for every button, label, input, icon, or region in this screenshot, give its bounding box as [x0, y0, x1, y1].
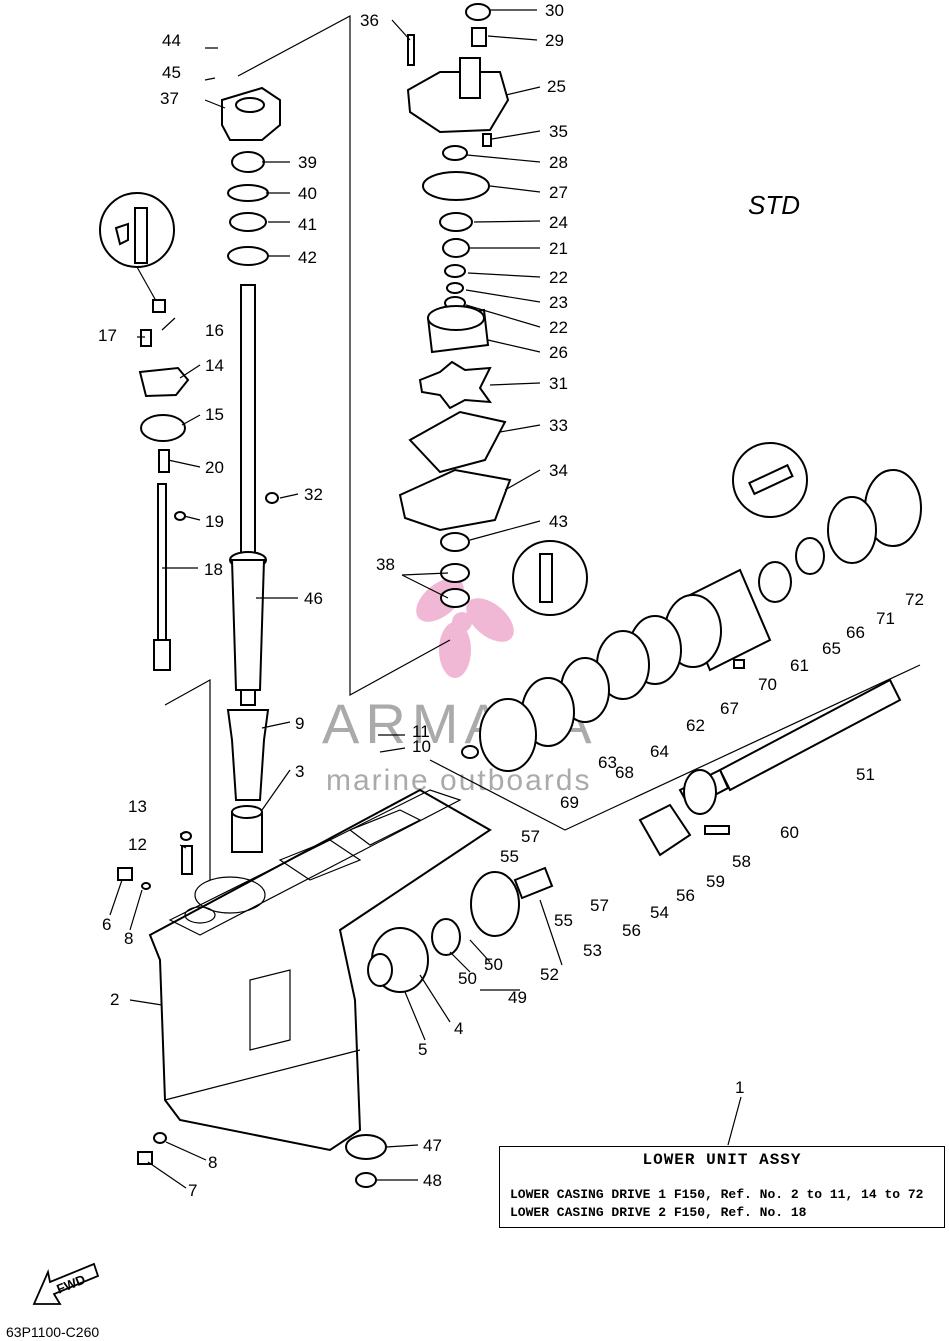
water-pump-assembly: [398, 3, 588, 616]
callout: 45: [162, 63, 181, 82]
callout: 40: [298, 184, 317, 203]
callout: 72: [905, 590, 924, 609]
callout: 2: [110, 990, 119, 1009]
callout: 44: [162, 31, 181, 50]
callout: 31: [549, 374, 568, 393]
callout: 12: [128, 835, 147, 854]
callout: 55: [554, 911, 573, 930]
callout: 26: [549, 343, 568, 362]
callout: 30: [545, 1, 564, 20]
callout: 29: [545, 31, 564, 50]
callout: 27: [549, 183, 568, 202]
diagram-code: 63P1100-C260: [6, 1324, 100, 1340]
callout: 8: [124, 929, 133, 948]
callout: 14: [205, 356, 224, 375]
callout: 57: [521, 827, 540, 846]
callout: 48: [423, 1171, 442, 1190]
callout: 37: [160, 89, 179, 108]
callout: 11: [412, 722, 430, 741]
callout: 23: [549, 293, 568, 312]
callout: 10: [412, 737, 431, 756]
callout: 53: [583, 941, 602, 960]
callout: 36: [360, 11, 379, 30]
lower-casing-part: [148, 788, 492, 1152]
callout: 20: [205, 458, 224, 477]
callout: 54: [650, 903, 669, 922]
callout: 71: [876, 609, 895, 628]
reference-lines: [164, 14, 921, 880]
callout: 56: [676, 886, 695, 905]
callout: 5: [418, 1040, 427, 1059]
callout: 15: [205, 405, 224, 424]
callout: 46: [304, 589, 323, 608]
callout: 39: [298, 153, 317, 172]
propeller-shaft-assembly: [117, 442, 922, 1188]
callout: 18: [204, 560, 223, 579]
callout: 33: [549, 416, 568, 435]
callout: 61: [790, 656, 809, 675]
callout: 6: [102, 915, 111, 934]
callout: 42: [298, 248, 317, 267]
assembly-info-box: LOWER UNIT ASSY LOWER CASING DRIVE 1 F15…: [499, 1146, 945, 1228]
callout: 35: [549, 122, 568, 141]
callout: 50: [484, 955, 503, 974]
callout: 55: [500, 847, 519, 866]
callout: 32: [304, 485, 323, 504]
callout: 52: [540, 965, 559, 984]
callout: 50: [458, 969, 477, 988]
callout: 56: [622, 921, 641, 940]
callout: 22: [549, 318, 568, 337]
fwd-arrow-icon: FWD: [32, 1262, 100, 1305]
callout: 47: [423, 1136, 442, 1155]
callout: 9: [295, 714, 304, 733]
callout: 43: [549, 512, 568, 531]
assembly-line: LOWER CASING DRIVE 2 F150, Ref. No. 18: [510, 1205, 807, 1220]
callout: 21: [549, 239, 568, 258]
fwd-label: FWD: [54, 1272, 87, 1297]
leader-lines: [109, 9, 563, 1189]
callout: 38: [376, 555, 395, 574]
callout: 64: [650, 742, 669, 761]
callout: 65: [822, 639, 841, 658]
callout: 25: [547, 77, 566, 96]
callout: 4: [454, 1019, 463, 1038]
callout: 28: [549, 153, 568, 172]
callout: 51: [856, 765, 875, 784]
callout: 16: [205, 321, 224, 340]
callout: 68: [615, 763, 634, 782]
section-label: STD: [748, 190, 800, 220]
watermark: ARMADA marine outboards: [322, 578, 592, 797]
callout: 34: [549, 461, 568, 480]
callout: 3: [295, 762, 304, 781]
callout: 58: [732, 852, 751, 871]
callout: 17: [98, 326, 117, 345]
callout: 63: [598, 753, 617, 772]
drive-shaft-assembly: [221, 86, 281, 853]
callout: 24: [549, 213, 568, 232]
callout: 66: [846, 623, 865, 642]
shift-rod-assembly: [99, 192, 279, 671]
callout: 41: [298, 215, 317, 234]
callout: 60: [780, 823, 799, 842]
callout: 69: [560, 793, 579, 812]
assembly-line: LOWER CASING DRIVE 1 F150, Ref. No. 2 to…: [510, 1187, 924, 1202]
assembly-title: LOWER UNIT ASSY: [642, 1151, 802, 1169]
callout: 1: [735, 1078, 744, 1097]
callout: 22: [549, 268, 568, 287]
callout: 59: [706, 872, 725, 891]
callouts: 44 45 37 39 40 41 42 16 17 14 15 20 32 1…: [98, 1, 924, 1200]
callout: 70: [758, 675, 777, 694]
callout: 49: [508, 988, 527, 1007]
callout: 19: [205, 512, 224, 531]
callout: 13: [128, 797, 147, 816]
callout: 67: [720, 699, 739, 718]
callout: 62: [686, 716, 705, 735]
watermark-tagline: marine outboards: [326, 764, 591, 797]
callout: 57: [590, 896, 609, 915]
callout: 8: [208, 1153, 217, 1172]
callout: 7: [188, 1181, 197, 1200]
